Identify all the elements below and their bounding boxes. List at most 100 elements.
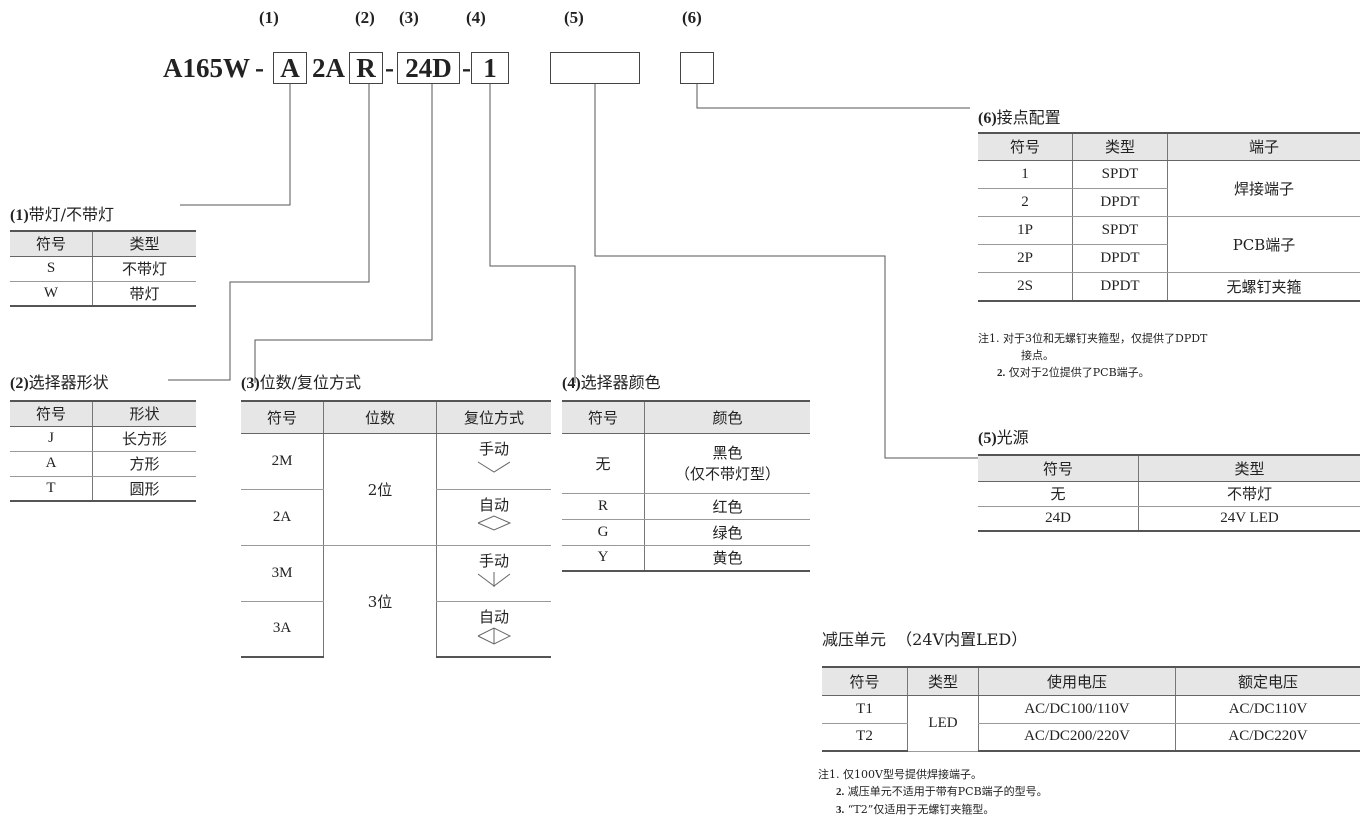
connector-2 — [168, 84, 370, 381]
connector-3 — [254, 84, 433, 383]
table-cell: W — [10, 281, 93, 307]
model-separator-3: - — [462, 53, 471, 83]
connector-5 — [594, 84, 978, 459]
table-cell: 无 — [562, 433, 645, 494]
table-cell: 1 — [978, 160, 1073, 189]
table-cell: SPDT — [1072, 216, 1168, 245]
table-cell: DPDT — [1072, 244, 1168, 273]
table-cell: DPDT — [1072, 272, 1168, 302]
table-cell: 黑色（仅不带灯型） — [644, 433, 810, 494]
col-header: 类型 — [1138, 454, 1360, 482]
section-title-reducer: 减压单元 （24V内置LED） — [822, 630, 1028, 649]
connector-4 — [489, 84, 576, 383]
reset-cell: 自动 — [436, 489, 551, 546]
position-label-1: (1) — [259, 8, 279, 27]
section-title-color: (4)选择器颜色 — [562, 373, 661, 392]
table-cell: T1 — [822, 695, 908, 724]
section-title-lamp: (1)带灯/不带灯 — [10, 205, 115, 224]
col-header: 符号 — [978, 454, 1139, 482]
section-title-positions: (3)位数/复位方式 — [241, 373, 362, 392]
table-cell: 方形 — [92, 451, 196, 477]
position-label-4: (4) — [466, 8, 486, 27]
model-seg-2-plain: 2A — [312, 53, 345, 83]
table-cell: T2 — [822, 723, 908, 752]
table-cell: 焊接端子 — [1167, 160, 1360, 217]
table-cell: 1P — [978, 216, 1073, 245]
section-title-contact: (6)接点配置 — [978, 108, 1061, 127]
table-cell: 2位 — [323, 433, 437, 546]
col-header: 复位方式 — [436, 400, 551, 434]
table-cell: Y — [562, 545, 645, 572]
auto-return-icon — [477, 514, 512, 531]
col-header: 位数 — [323, 400, 437, 434]
model-box-3: 24D — [397, 52, 460, 84]
col-header: 符号 — [10, 230, 93, 257]
table-cell: AC/DC110V — [1175, 695, 1360, 724]
connector-6 — [696, 84, 970, 109]
reset-cell: 手动 — [436, 433, 551, 490]
table-cell: AC/DC200/220V — [978, 723, 1176, 752]
position-label-2: (2) — [355, 8, 375, 27]
position-label-3: (3) — [399, 8, 419, 27]
table-cell: 黄色 — [644, 545, 810, 572]
table-cell: A — [10, 451, 93, 477]
col-header: 符号 — [978, 132, 1073, 161]
col-header: 端子 — [1167, 132, 1360, 161]
position-label-5: (5) — [564, 8, 584, 27]
table-cell: AC/DC100/110V — [978, 695, 1176, 724]
table-cell: 不带灯 — [92, 256, 196, 282]
table-cell: SPDT — [1072, 160, 1168, 189]
table-cell: J — [10, 426, 93, 452]
model-separator-1: - — [255, 53, 264, 83]
table-positions: 符号 位数 复位方式 2M 2位 手动 2A 自动 3M 3位 手动 — [241, 400, 551, 658]
table-cell: 2S — [978, 272, 1073, 302]
table-cell: 2M — [241, 433, 324, 490]
table-cell: LED — [907, 695, 979, 752]
table-cell: 2P — [978, 244, 1073, 273]
reset-cell: 手动 — [436, 545, 551, 602]
table-cell: AC/DC220V — [1175, 723, 1360, 752]
table-cell: 无螺钉夹箍 — [1167, 272, 1360, 302]
table-cell: 3位 — [323, 545, 437, 657]
table-cell: 带灯 — [92, 281, 196, 307]
position-label-6: (6) — [682, 8, 702, 27]
table-cell: 无 — [978, 481, 1139, 507]
auto-return-3pos-icon — [477, 626, 512, 645]
col-header: 类型 — [1072, 132, 1168, 161]
table-cell: R — [562, 493, 645, 520]
model-box-1: A — [273, 52, 307, 84]
model-box-2: R — [349, 52, 383, 84]
col-header: 类型 — [92, 230, 196, 257]
table-cell: 2A — [241, 489, 324, 546]
table-cell: 3M — [241, 545, 324, 602]
manual-return-3pos-icon — [477, 571, 511, 587]
table-cell: PCB端子 — [1167, 216, 1360, 273]
table-cell: DPDT — [1072, 188, 1168, 217]
contact-notes: 注1. 对于3位和无螺钉夹箍型，仅提供了DPDT 接点。 2. 仅对于2位提供了… — [978, 332, 1208, 379]
col-header: 符号 — [10, 400, 93, 427]
manual-return-icon — [477, 461, 511, 473]
col-header: 使用电压 — [978, 666, 1176, 696]
col-header: 形状 — [92, 400, 196, 427]
col-header: 颜色 — [644, 400, 810, 434]
model-box-5 — [550, 52, 640, 84]
reset-cell: 自动 — [436, 601, 551, 658]
table-cell: 24V LED — [1138, 506, 1360, 532]
col-header: 额定电压 — [1175, 666, 1360, 696]
table-cell: 红色 — [644, 493, 810, 520]
table-cell: 圆形 — [92, 476, 196, 502]
table-cell: 长方形 — [92, 426, 196, 452]
table-cell: 24D — [978, 506, 1139, 532]
col-header: 符号 — [241, 400, 324, 434]
table-cell: 绿色 — [644, 519, 810, 546]
table-cell: G — [562, 519, 645, 546]
table-cell: 不带灯 — [1138, 481, 1360, 507]
col-header: 符号 — [822, 666, 908, 696]
connector-1 — [180, 84, 291, 206]
table-cell: 2 — [978, 188, 1073, 217]
table-cell: S — [10, 256, 93, 282]
